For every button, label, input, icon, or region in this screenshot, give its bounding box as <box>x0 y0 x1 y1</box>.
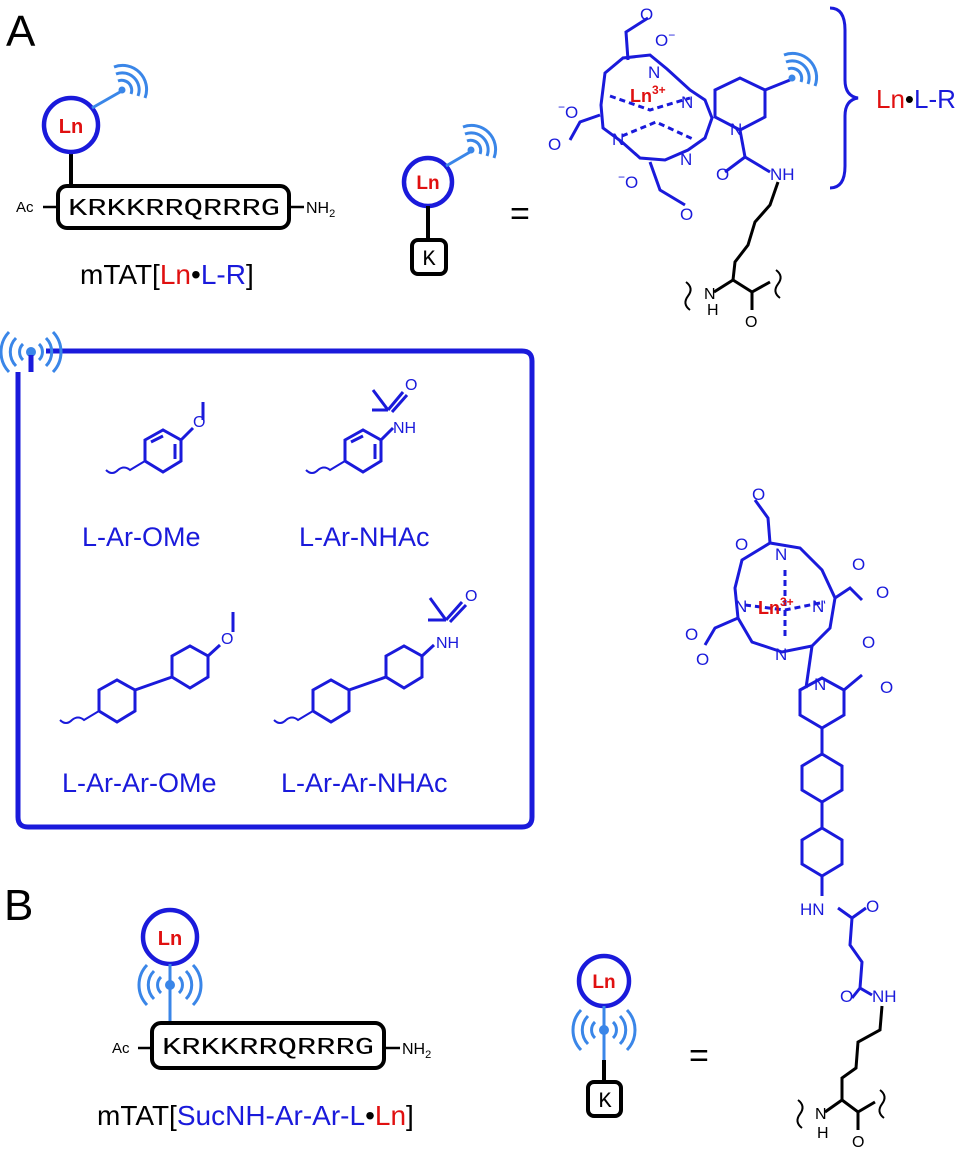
svg-text:N: N <box>814 675 826 694</box>
svg-text:KRKKRRQRRRG: KRKKRRQRRRG <box>162 1035 374 1062</box>
structure-ar-ar-ome <box>59 612 235 724</box>
equals-a: = <box>510 195 530 233</box>
lysine-a <box>684 181 782 311</box>
peptide-b-box <box>150 1021 386 1070</box>
complex-b-labels: O O O O O O O O N N N N N HN O O NH <box>685 485 897 1006</box>
svg-text:−O: −O <box>558 100 578 122</box>
peptide-a-suffix: NH2 <box>306 200 335 220</box>
svg-text:O: O <box>405 377 417 394</box>
antenna-box: O L-Ar-OMe NH O L-Ar-NHAc O L-Ar-Ar-OMe <box>0 330 535 830</box>
svg-text:Ln: Ln <box>158 928 182 950</box>
antenna-icon <box>137 963 203 1007</box>
panel-b-letter: B <box>4 881 33 930</box>
label-ar-ar-ome: L-Ar-Ar-OMe <box>62 768 217 798</box>
svg-text:H: H <box>817 1125 829 1142</box>
lysine-b-labels: N H O <box>815 1106 864 1151</box>
ln-k-symbol-b: Ln K <box>571 953 637 1118</box>
complex-a-labels: O O− N N N N N −O O −O O O NH <box>548 5 795 224</box>
lysine-b <box>796 1005 886 1130</box>
broadcast-icon <box>0 330 63 374</box>
svg-text:O: O <box>880 678 893 697</box>
svg-text:HN: HN <box>800 900 825 919</box>
peptide-b-name: mTAT[SucNH-Ar-Ar-L•Ln] <box>97 1100 414 1131</box>
svg-text:NH: NH <box>436 635 459 652</box>
svg-text:N: N <box>735 597 747 616</box>
svg-text:N: N <box>612 130 624 149</box>
svg-text:O: O <box>876 583 889 602</box>
panel-a-letter: A <box>6 7 36 56</box>
svg-text:N: N <box>812 597 824 616</box>
label-ar-nhac: L-Ar-NHAc <box>299 522 430 552</box>
equals-b: = <box>689 1037 709 1075</box>
svg-text:O: O <box>735 535 748 554</box>
svg-text:O: O <box>866 897 879 916</box>
svg-text:NH: NH <box>770 165 795 184</box>
svg-text:N: N <box>648 63 660 82</box>
svg-text:O: O <box>752 485 765 504</box>
structure-ar-ome <box>105 402 205 474</box>
peptide-a-prefix: Ac <box>16 199 34 216</box>
svg-text:NH: NH <box>393 420 416 437</box>
label-ar-ar-nhac: L-Ar-Ar-NHAc <box>281 768 448 798</box>
svg-text:H: H <box>707 302 719 319</box>
svg-text:N: N <box>704 286 716 303</box>
svg-text:−O: −O <box>618 170 638 192</box>
svg-text:O: O <box>840 987 853 1006</box>
svg-text:O: O <box>685 625 698 644</box>
svg-text:K: K <box>422 247 436 272</box>
svg-text:NH: NH <box>872 987 897 1006</box>
brace <box>829 6 859 190</box>
svg-text:O: O <box>465 588 477 605</box>
svg-text:O: O <box>716 165 729 184</box>
structure-ar-ar-nhac <box>273 597 468 724</box>
peptide-a: Ac KRKKRRQRRRG NH2 Ln <box>16 63 335 230</box>
svg-text:N: N <box>775 545 787 564</box>
svg-text:N: N <box>681 93 693 112</box>
svg-text:N: N <box>815 1106 827 1123</box>
svg-text:N: N <box>680 150 692 169</box>
svg-text:O: O <box>640 5 653 24</box>
ln-circle-a-label: Ln <box>59 116 83 138</box>
svg-text:O: O <box>862 633 875 652</box>
complex-b <box>703 499 873 999</box>
svg-text:N: N <box>730 120 742 139</box>
svg-text:Ln: Ln <box>592 972 615 993</box>
svg-text:N: N <box>775 645 787 664</box>
complex-a-metal: Ln3+ <box>630 83 666 106</box>
label-ar-ome: L-Ar-OMe <box>82 522 201 552</box>
svg-text:Ln: Ln <box>416 173 439 194</box>
peptide-a-sequence: KRKKRRQRRRG <box>68 196 280 223</box>
ln-circle-a <box>41 95 101 155</box>
svg-text:O: O <box>680 205 693 224</box>
svg-text:NH2: NH2 <box>402 1041 431 1061</box>
svg-text:O: O <box>193 414 205 431</box>
brace-label: Ln•L-R <box>876 84 956 114</box>
svg-text:O: O <box>696 650 709 669</box>
svg-text:O: O <box>745 314 757 331</box>
svg-text:K: K <box>598 1089 612 1114</box>
svg-text:O−: O− <box>655 28 675 50</box>
svg-text:O: O <box>548 135 561 154</box>
svg-text:O: O <box>852 555 865 574</box>
ln-k-symbol-a: Ln K <box>401 123 498 276</box>
lysine-a-labels: N H O <box>704 286 757 331</box>
svg-text:O: O <box>221 631 233 648</box>
complex-b-metal: Ln3+ <box>758 595 794 618</box>
svg-text:O: O <box>852 1134 864 1151</box>
complex-a <box>568 16 791 207</box>
peptide-a-name: mTAT[Ln•L-R] <box>80 259 254 290</box>
structure-ar-nhac <box>305 389 409 474</box>
svg-text:Ac: Ac <box>112 1040 130 1057</box>
peptide-b: Ln Ac KRKKRRQRRRG NH2 <box>112 907 431 1070</box>
